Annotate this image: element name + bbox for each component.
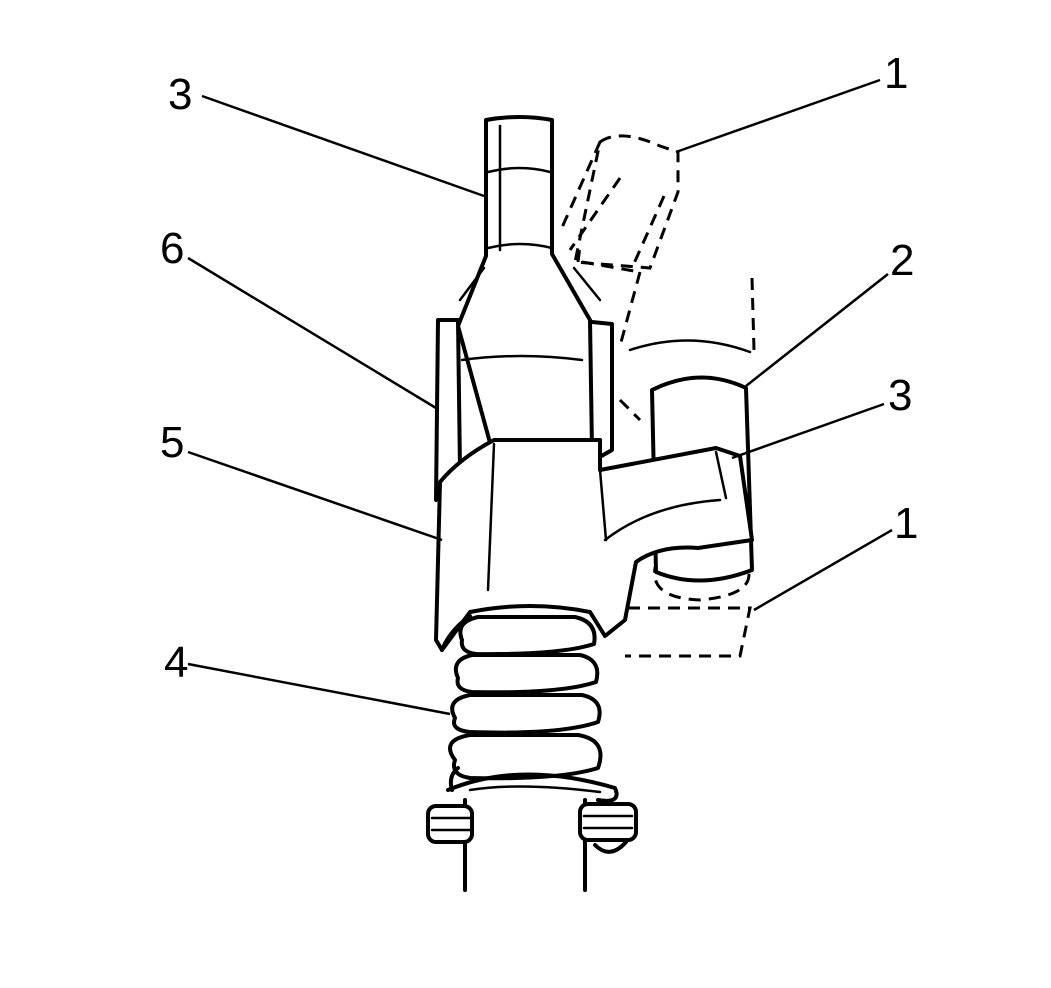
shaft bbox=[463, 798, 587, 892]
upper-shaft bbox=[456, 115, 594, 452]
callout-3-lever-arm: 3 bbox=[888, 371, 912, 420]
callout-5-body: 5 bbox=[160, 418, 184, 467]
callout-4-spring: 4 bbox=[164, 638, 188, 687]
coil-spring bbox=[446, 591, 619, 803]
lever-dashed-position-upper bbox=[558, 134, 680, 422]
callout-2-roller: 2 bbox=[890, 236, 914, 285]
callout-6-side-plate: 6 bbox=[160, 224, 184, 273]
callout-1-upper-dashed: 1 bbox=[884, 49, 908, 98]
callout-3-upper-shaft: 3 bbox=[168, 70, 192, 119]
callout-labels: 3 1 6 2 3 5 1 4 bbox=[160, 49, 918, 687]
lever-body bbox=[434, 438, 754, 652]
callout-1-lower-dashed: 1 bbox=[894, 499, 918, 548]
leader-lines bbox=[187, 78, 893, 716]
spring-retainer-tabs bbox=[426, 802, 638, 854]
